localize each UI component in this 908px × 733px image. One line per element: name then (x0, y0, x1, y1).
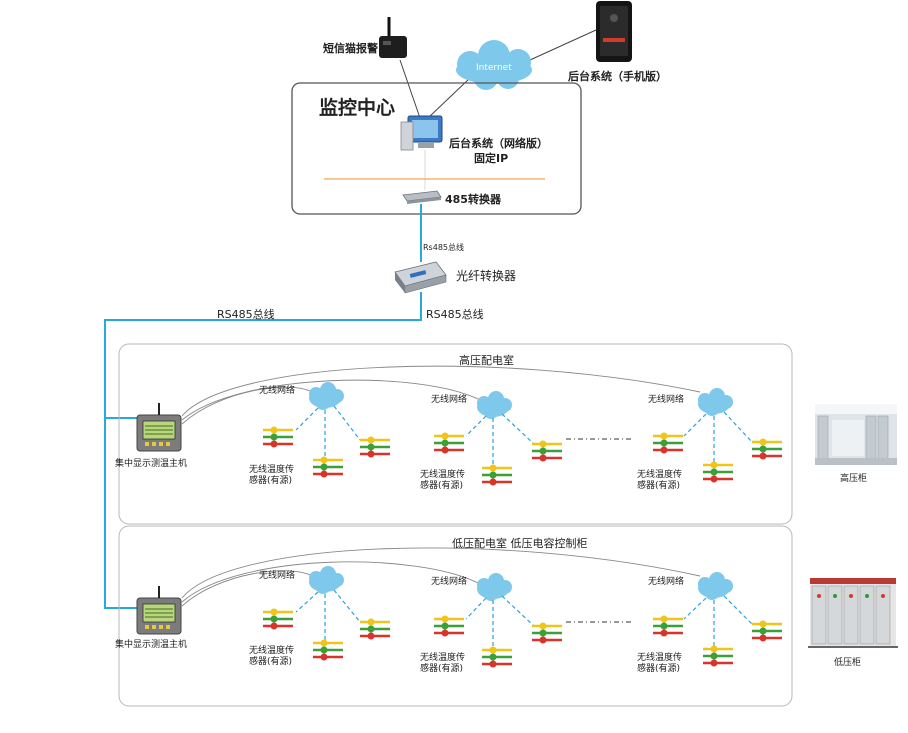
high-cloud-2-icon (477, 391, 512, 419)
low-wireless-label-2: 无线网络 (431, 577, 468, 587)
low-host-icon (136, 585, 182, 635)
low-sensor-1-label-line1: 无线温度传 (249, 646, 295, 656)
low-section-title: 低压配电室 低压电容控制柜 (452, 537, 588, 550)
converter-485-icon (402, 190, 442, 204)
high-cabinet-label: 高压柜 (840, 474, 868, 484)
low-sensor-3-label-line1: 无线温度传 (637, 653, 683, 663)
low-voltage-cabinet-photo (808, 578, 898, 648)
fiber-converter-icon (394, 261, 447, 294)
low-cabinet-label: 低压柜 (834, 658, 862, 668)
high-section-title: 高压配电室 (459, 354, 514, 367)
high-sensor-1-label-line1: 无线温度传 (249, 465, 295, 475)
high-wireless-label-1: 无线网络 (259, 386, 296, 396)
rs485-right-label: RS485总线 (426, 308, 484, 321)
rs485-bus-line-lower (104, 418, 138, 609)
mobile-phone-icon (596, 1, 632, 62)
high-sensor-icons (261, 425, 784, 487)
high-voltage-cabinet-photo (815, 404, 897, 465)
high-sensor-3-label-line2: 感器(有源) (637, 481, 681, 491)
high-sensor-2-label-line1: 无线温度传 (420, 470, 466, 480)
top-links (399, 29, 597, 119)
low-wireless-label-1: 无线网络 (259, 571, 296, 581)
monitor-center-title: 监控中心 (319, 97, 396, 119)
low-sensor-icons (261, 607, 784, 669)
mobile-backend-label: 后台系统（手机版） (568, 70, 667, 83)
sms-modem-icon (379, 17, 407, 58)
low-cloud-1-icon (309, 566, 344, 594)
high-wireless-label-3: 无线网络 (648, 395, 685, 405)
high-cloud-3-icon (698, 388, 733, 416)
high-voltage-section-box (118, 343, 793, 525)
rs485-bus-line (104, 292, 422, 419)
rs485-small-label: Rs485总线 (423, 243, 464, 252)
low-sensor-1-label-line2: 感器(有源) (249, 657, 293, 667)
high-wireless-label-2: 无线网络 (431, 395, 468, 405)
high-sensor-1-label-line2: 感器(有源) (249, 476, 293, 486)
rs485-left-label: RS485总线 (217, 308, 275, 321)
web-backend-label: 后台系统（网络版） (449, 137, 548, 150)
monitor-center-box (291, 82, 582, 215)
fiber-converter-label: 光纤转换器 (456, 269, 517, 283)
low-cloud-3-icon (698, 572, 733, 600)
high-host-icon (136, 402, 182, 452)
low-cloud-2-icon (477, 573, 512, 601)
high-wireless-arcs (181, 365, 701, 425)
low-host-label: 集中显示测温主机 (115, 640, 188, 650)
low-sensor-2-label-line2: 感器(有源) (420, 664, 464, 674)
low-sensor-2-label-line1: 无线温度传 (420, 653, 466, 663)
high-sensor-3-label-line1: 无线温度传 (637, 470, 683, 480)
low-sensor-3-label-line2: 感器(有源) (637, 664, 681, 674)
high-cloud-1-icon (309, 382, 344, 410)
low-wireless-arcs (181, 547, 701, 607)
fixed-ip-label: 固定IP (474, 152, 509, 165)
low-voltage-section-box (118, 525, 793, 707)
computer-icon (400, 115, 443, 151)
internet-label: Internet (476, 63, 512, 73)
low-dashed-links (295, 589, 753, 648)
sms-alarm-label: 短信猫报警 (323, 42, 378, 55)
high-dashed-links (295, 405, 753, 465)
high-host-label: 集中显示测温主机 (115, 459, 188, 469)
converter-485-label: 485转换器 (445, 193, 501, 206)
high-sensor-2-label-line2: 感器(有源) (420, 481, 464, 491)
low-wireless-label-3: 无线网络 (648, 577, 685, 587)
